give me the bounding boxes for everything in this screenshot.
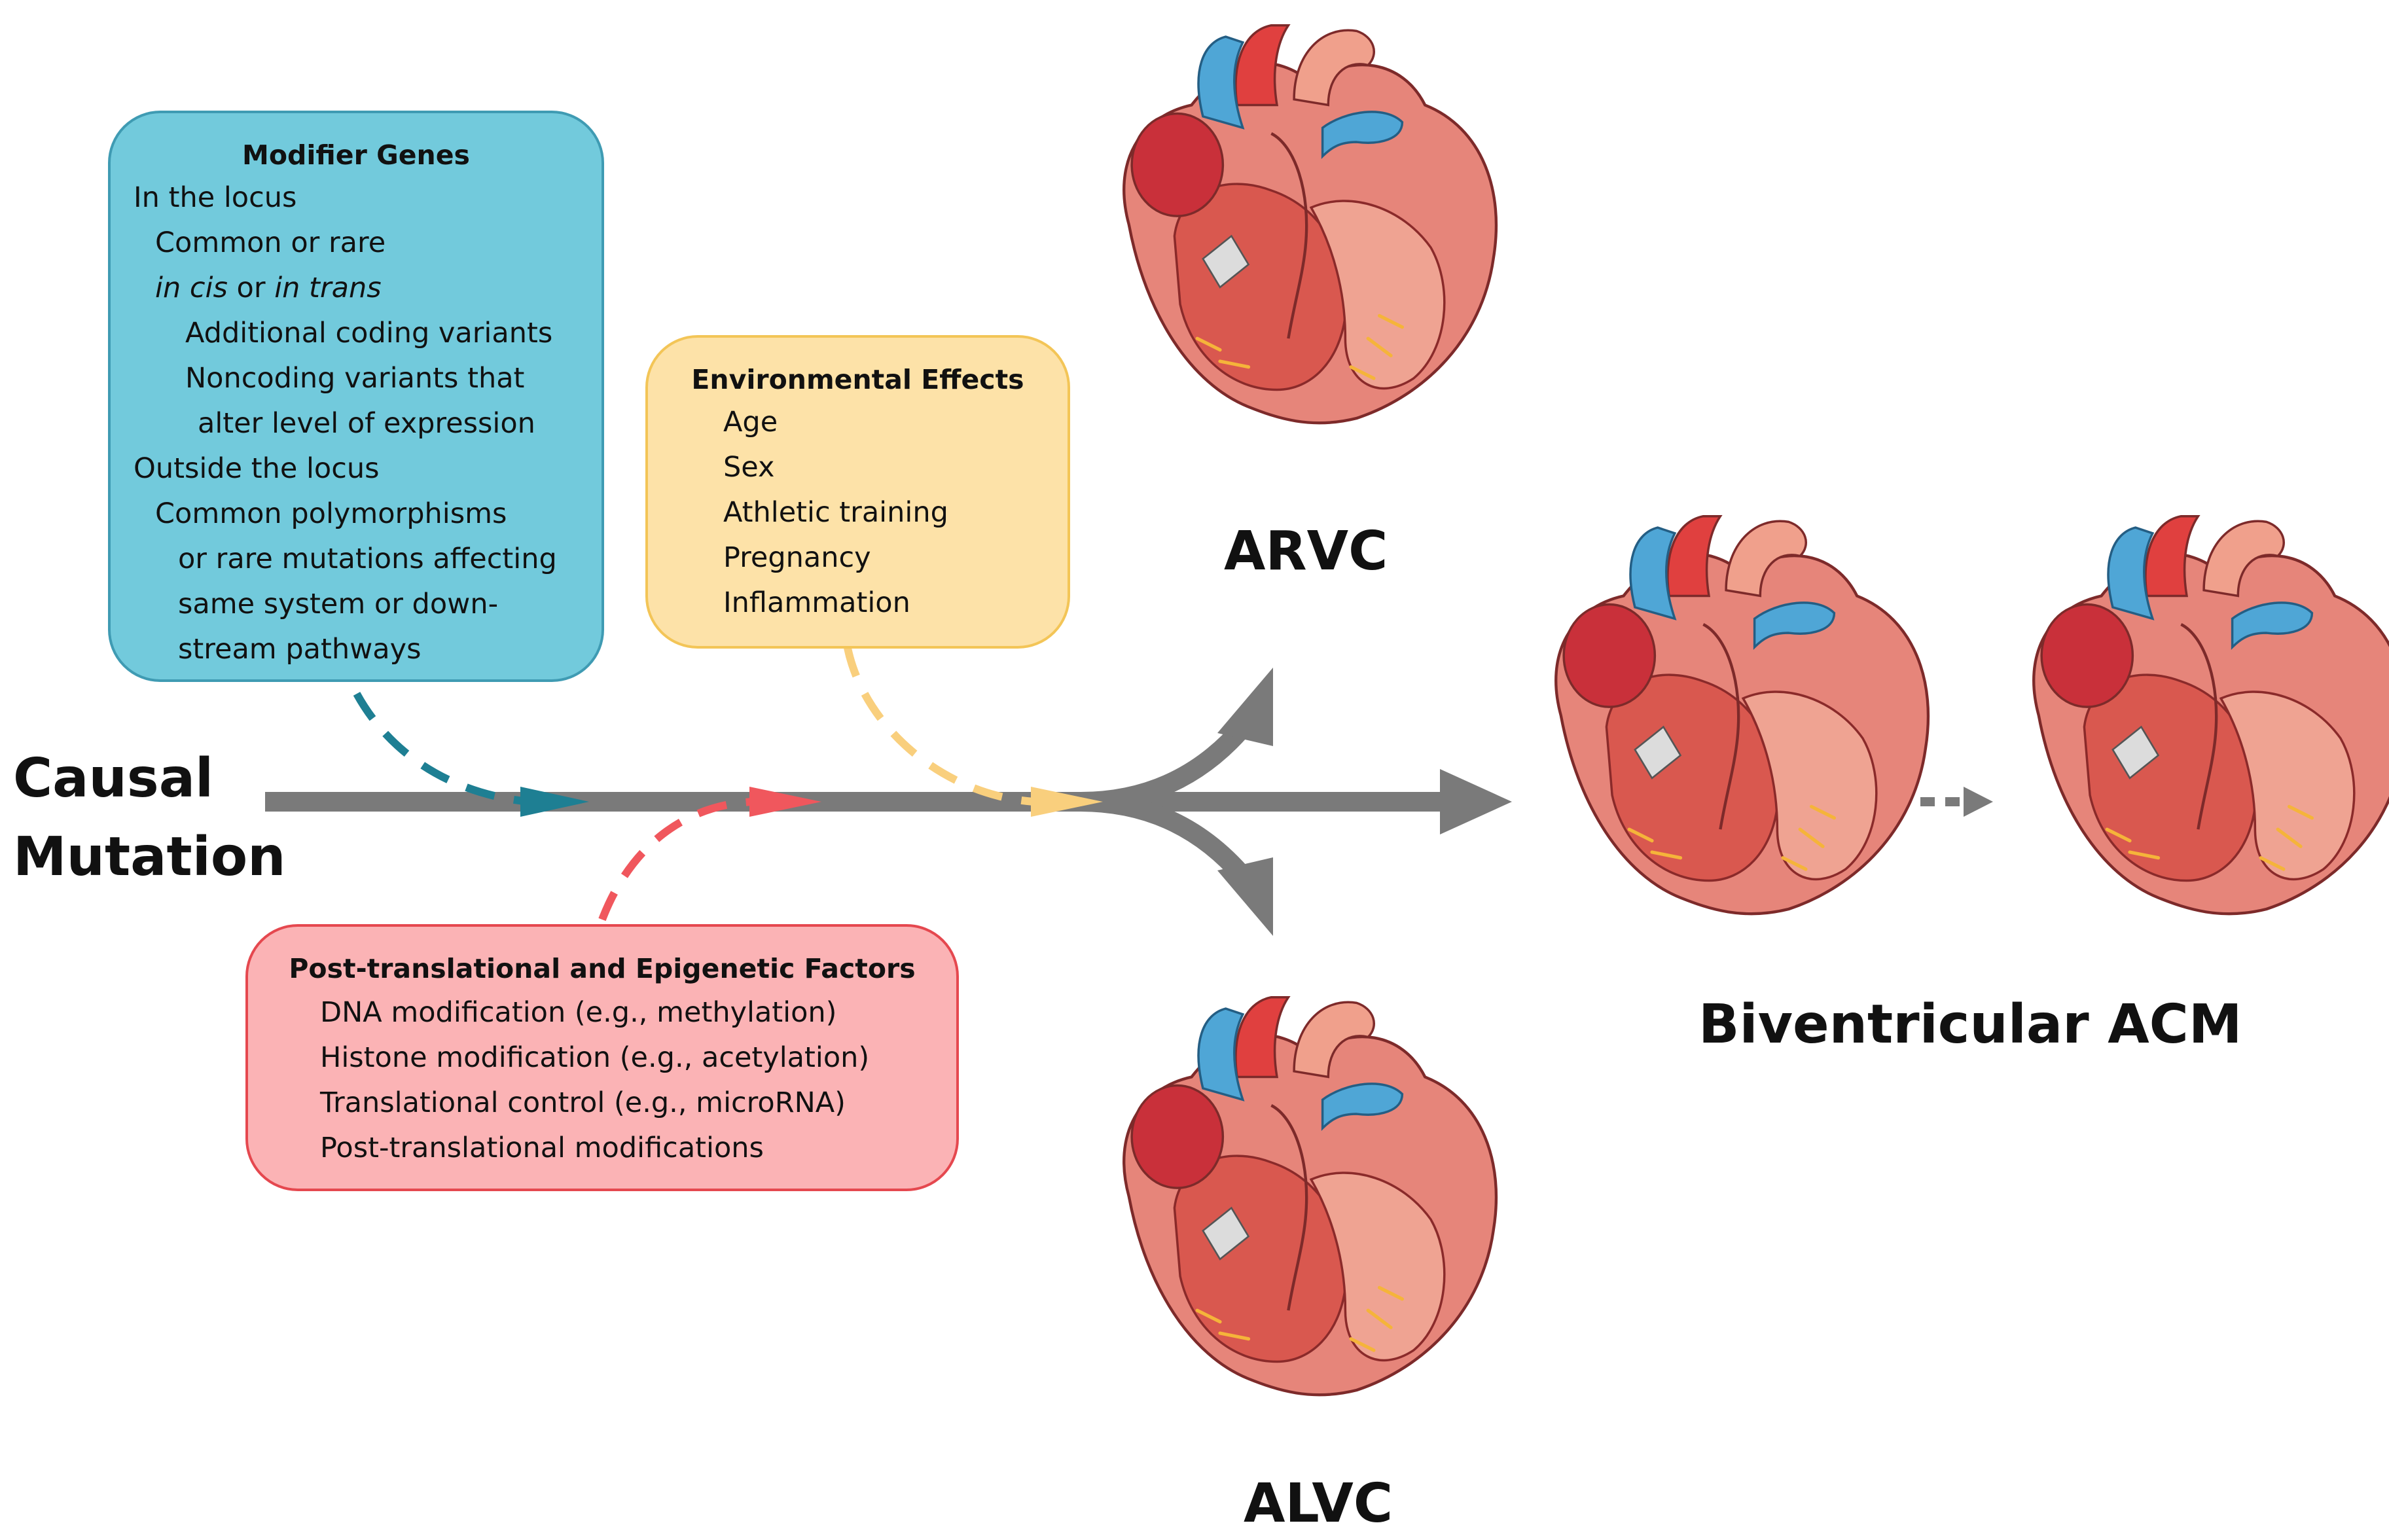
- environment-dashed-arrow: [844, 647, 1035, 806]
- heart-illustration-icon: [2034, 516, 2389, 914]
- heart-illustration-icon: [1556, 516, 1928, 914]
- posttranslational-title: Post-translational and Epigenetic Factor…: [289, 953, 916, 984]
- in-trans-text: in trans: [274, 272, 382, 304]
- posttranslational-epigenetic-box: Post-translational and Epigenetic Factor…: [245, 924, 959, 1191]
- causal-label-line2: Mutation: [13, 826, 286, 888]
- causal-label-line1: Causal: [13, 747, 214, 810]
- arvc-label: ARVC: [1224, 520, 1388, 582]
- posttrans-line: Translational control (e.g., microRNA): [320, 1086, 846, 1119]
- or-text: or: [227, 272, 275, 304]
- modifier-line: alter level of expression: [198, 407, 535, 440]
- environment-line: Age: [723, 406, 778, 439]
- modifier-line: Common or rare: [155, 226, 386, 259]
- environment-line: Inflammation: [723, 586, 910, 619]
- main-arrow-shaft: [265, 792, 1463, 812]
- modifier-genes-title: Modifier Genes: [242, 139, 470, 171]
- branch-arrow-up-head: [1217, 668, 1273, 746]
- modifier-line: Additional coding variants: [185, 317, 553, 349]
- biventricular-acm-label: Biventricular ACM: [1698, 994, 2242, 1056]
- branch-arrow-down-head: [1217, 857, 1273, 936]
- modifier-line: In the locus: [134, 181, 297, 214]
- environmental-effects-title: Environmental Effects: [691, 364, 1024, 395]
- modifier-line: or rare mutations affecting: [178, 543, 557, 575]
- modifier-arrow-head: [520, 787, 589, 817]
- environmental-effects-box: Environmental Effects Age Sex Athletic t…: [645, 335, 1070, 649]
- posttrans-line: Post-translational modifications: [320, 1132, 764, 1164]
- heart-illustration-icon: [1124, 997, 1496, 1395]
- branch-arrow-up: [1079, 720, 1251, 812]
- environment-arrow-head: [1031, 787, 1103, 817]
- progression-dotted-arrow-head: [1964, 787, 1993, 817]
- posttrans-line: DNA modification (e.g., methylation): [320, 996, 837, 1029]
- modifier-line: Common polymorphisms: [155, 497, 507, 530]
- posttrans-arrow-head: [749, 787, 821, 817]
- in-cis-text: in cis: [155, 272, 228, 304]
- environment-line: Pregnancy: [723, 541, 871, 574]
- causal-mutation-label: Causal Mutation: [13, 740, 286, 897]
- heart-illustration-icon: [1124, 26, 1496, 423]
- posttrans-line: Histone modification (e.g., acetylation): [320, 1041, 870, 1074]
- alvc-label: ALVC: [1244, 1473, 1393, 1535]
- modifier-line: Noncoding variants that: [185, 362, 525, 395]
- modifier-line: Outside the locus: [134, 452, 380, 485]
- environment-line: Sex: [723, 451, 775, 484]
- posttrans-dashed-arrow: [598, 798, 753, 922]
- modifier-genes-box: Modifier Genes In the locus Common or ra…: [108, 111, 604, 682]
- main-arrow-head: [1440, 769, 1512, 834]
- branch-arrow-down: [1079, 792, 1251, 884]
- modifier-line: stream pathways: [178, 633, 422, 666]
- modifier-line-cis-trans: in cis or in trans: [155, 268, 382, 308]
- environment-line: Athletic training: [723, 496, 948, 529]
- modifier-dashed-arrow: [353, 692, 531, 806]
- modifier-line: same system or down-: [178, 588, 499, 620]
